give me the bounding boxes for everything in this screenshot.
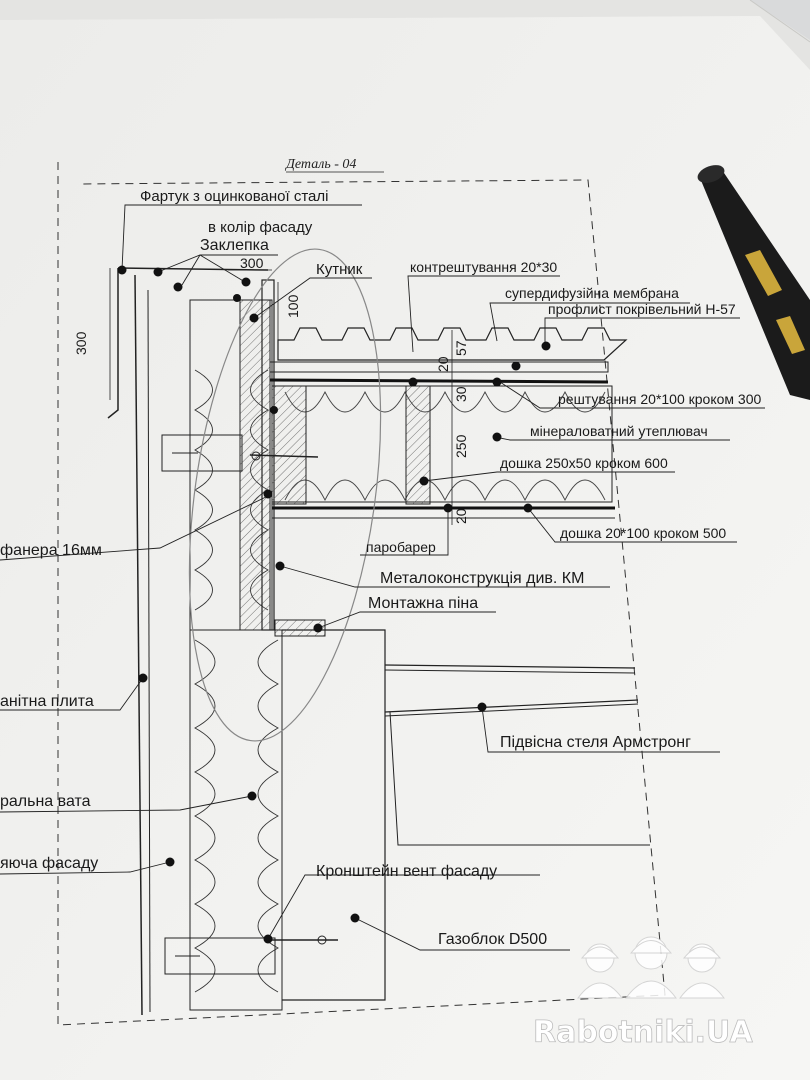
label-facade-sub: яюча фасаду bbox=[0, 855, 98, 872]
label-mounting-foam: Монтажна піна bbox=[368, 595, 478, 612]
dim-30: 30 bbox=[453, 386, 469, 402]
dim-300-left: 300 bbox=[73, 331, 89, 355]
watermark-text: Rabotniki.UA bbox=[533, 1015, 753, 1050]
label-membrane: супердифузійна мембрана bbox=[505, 285, 679, 301]
label-granite-slab: анітна плита bbox=[0, 693, 94, 710]
label-rivet: Заклепка bbox=[200, 237, 269, 254]
dim-57: 57 bbox=[453, 340, 469, 356]
watermark-logo bbox=[577, 936, 725, 999]
label-lathing: рештування 20*100 кроком 300 bbox=[558, 391, 761, 407]
pencil-ellipse bbox=[188, 248, 382, 742]
granite-slab-line bbox=[134, 274, 143, 1016]
label-gas-block: Газоблок D500 bbox=[438, 931, 547, 948]
lathing-board bbox=[269, 378, 609, 384]
bracket-lower bbox=[164, 935, 338, 975]
dim-250: 250 bbox=[453, 434, 469, 458]
dim-20-top: 20 bbox=[435, 356, 451, 372]
ceiling-line-1 bbox=[384, 664, 636, 669]
label-plywood: фанера 16мм bbox=[0, 542, 102, 559]
dim-300-top: 300 bbox=[240, 255, 264, 271]
dim-20-bottom: 20 bbox=[453, 508, 469, 524]
dim-100: 100 bbox=[285, 294, 301, 318]
roof-insulation-waves bbox=[284, 390, 606, 502]
profile-sheet bbox=[277, 327, 628, 361]
armstrong-ceiling-line bbox=[384, 699, 639, 713]
detail-title: Деталь - 04 bbox=[284, 157, 356, 172]
label-metal-structure: Металоконструкція див. КМ bbox=[380, 570, 584, 587]
pen bbox=[697, 165, 810, 400]
granite-slab-line-inner bbox=[147, 289, 151, 1013]
label-apron-2: в колір фасаду bbox=[208, 219, 313, 236]
paper-edge bbox=[749, 0, 810, 43]
label-mineral-insulation: мінераловатний утеплювач bbox=[530, 423, 708, 439]
wall-insulation-lower bbox=[189, 629, 283, 1011]
board-250x50 bbox=[405, 385, 431, 505]
drawing-paper-sheet bbox=[0, 16, 810, 1080]
apron-left-hook bbox=[107, 268, 119, 419]
label-apron: Фартук з оцинкованої сталі bbox=[140, 188, 328, 205]
label-armstrong-ceiling: Підвісна стеля Армстронг bbox=[500, 734, 691, 751]
bracket-upper bbox=[161, 434, 319, 472]
mounting-foam bbox=[274, 619, 326, 637]
ceiling-line-2 bbox=[384, 669, 636, 674]
label-angle: Кутник bbox=[316, 261, 363, 278]
label-vapor-barrier: паробарер bbox=[366, 539, 436, 555]
label-profile-sheet: профлист покрівельний Н-57 bbox=[548, 301, 736, 317]
label-counter-batten: контрештування 20*30 bbox=[410, 259, 557, 275]
armstrong-ceiling-line-2 bbox=[384, 703, 639, 717]
plywood-strip bbox=[239, 299, 271, 631]
leader-lines bbox=[0, 204, 765, 951]
counter-batten bbox=[269, 361, 609, 373]
label-board-20: дошка 20*100 кроком 500 bbox=[560, 525, 726, 541]
gas-block-wall bbox=[282, 629, 386, 1001]
ceiling-drop-line bbox=[389, 711, 650, 846]
edge-board bbox=[271, 385, 307, 505]
leader-dots bbox=[117, 265, 551, 944]
label-mineral-wool: ральна вата bbox=[0, 793, 91, 810]
label-bracket: Кронштейн вент фасаду bbox=[316, 863, 497, 880]
label-board-250: дошка 250х50 кроком 600 bbox=[500, 455, 668, 471]
